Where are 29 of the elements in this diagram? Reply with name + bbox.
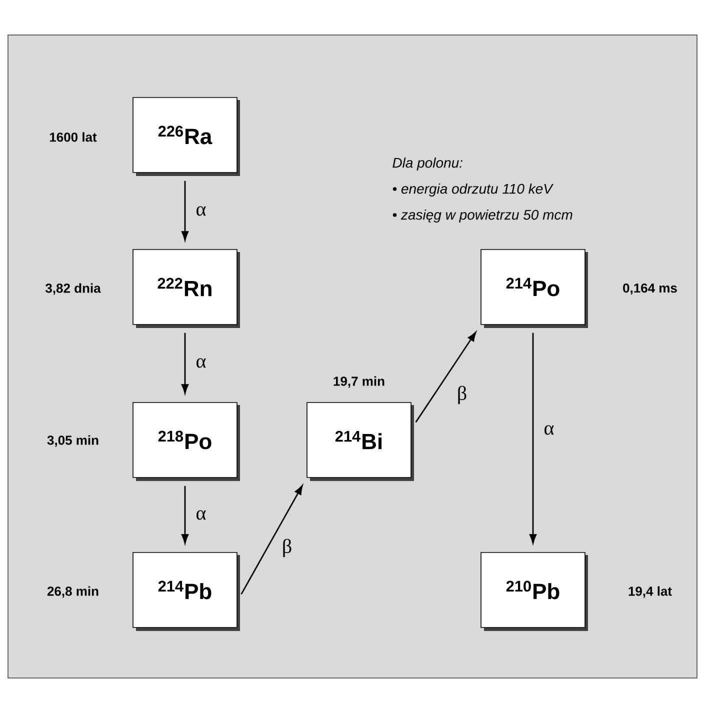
nuclide-box: $^{226}$Ra — [132, 97, 240, 176]
edge-label: β — [458, 386, 466, 404]
arrow — [181, 332, 189, 394]
half-life-label: 3,05 min — [47, 435, 98, 447]
edge-label: α — [196, 206, 206, 216]
nuclide-box: $^{214}$Pb — [132, 552, 240, 631]
half-life-label: 19,4 lat — [628, 586, 672, 598]
nuclide-box: $^{218}$Po — [132, 402, 240, 481]
edge-label: β — [283, 538, 292, 558]
arrow — [181, 180, 189, 241]
edge-label: α — [196, 510, 206, 520]
arrow — [181, 486, 189, 544]
note-text: • zasięg w powietrzu 50 mcm — [392, 209, 572, 223]
half-life-label: 0,164 ms — [623, 283, 677, 295]
edge-label: α — [544, 425, 554, 435]
nuclide-box: $^{210}$Pb — [480, 552, 588, 631]
half-life-label: 1600 lat — [50, 132, 97, 142]
arrow — [529, 332, 537, 544]
nuclide-box: $^{214}$Po — [480, 249, 588, 328]
arrow — [415, 332, 476, 423]
half-life-label: 3,82 dnia — [45, 283, 101, 295]
half-life-label: 26,8 min — [47, 586, 98, 598]
nuclide-box: $^{214}$Bi — [306, 402, 414, 481]
half-life-label: 19,7 min — [334, 376, 384, 388]
edge-label: α — [196, 358, 206, 368]
arrow — [240, 485, 303, 594]
nuclide-box: $^{222}$Rn — [132, 249, 240, 328]
note-text: Dla polonu: — [392, 157, 462, 171]
note-text: • energia odrzutu 110 keV — [392, 183, 554, 197]
